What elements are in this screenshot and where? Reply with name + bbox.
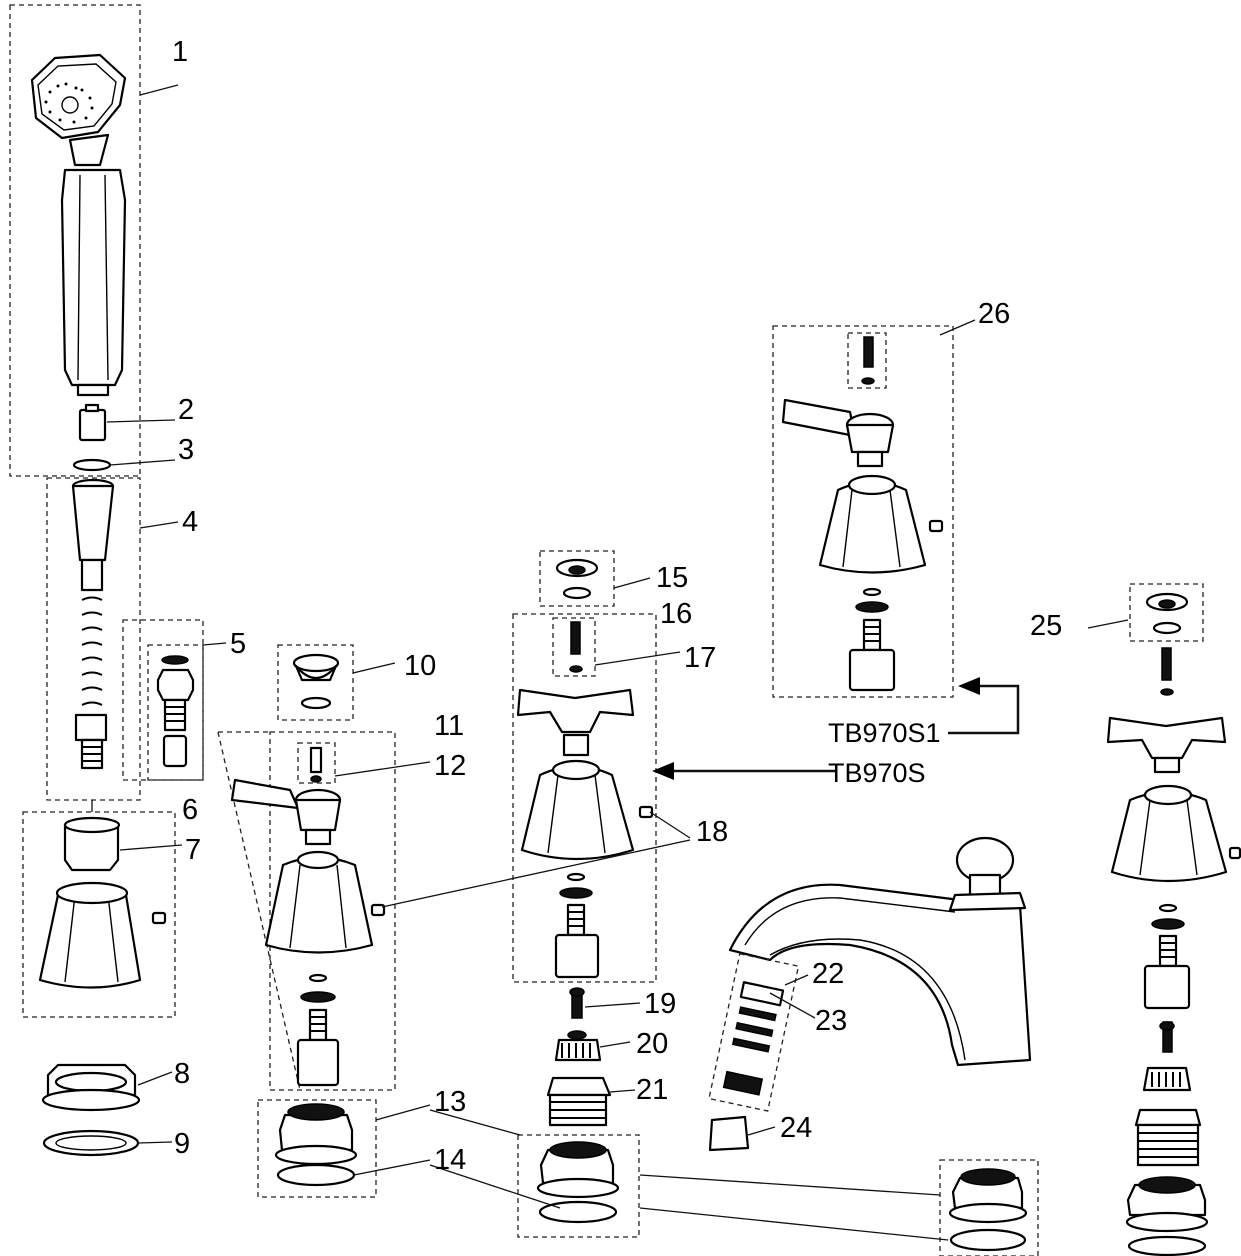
aerator-parts: [708, 953, 800, 1152]
leader-lines: [91, 84, 1129, 1241]
flange-stack-center: [546, 987, 612, 1127]
base-nut-left: [257, 1099, 377, 1198]
callout-15: 15: [656, 562, 689, 594]
callout-6: 6: [182, 794, 199, 826]
callout-17: 17: [684, 642, 717, 674]
callout-10: 10: [404, 650, 437, 682]
callout-25: 25: [1030, 610, 1063, 642]
index-button-center: [539, 550, 615, 607]
cross-handle-right-stack: [1106, 583, 1241, 1256]
callout-23: 23: [815, 1005, 848, 1037]
callout-16: 16: [660, 598, 693, 630]
adapter-part: [122, 619, 204, 781]
callout-14-left: 14: [434, 1144, 467, 1176]
hose-assembly: [46, 477, 141, 801]
hand-shower-assembly: [9, 4, 141, 477]
callout-18: 18: [696, 816, 729, 848]
callout-8: 8: [174, 1058, 191, 1090]
callout-21: 21: [636, 1074, 669, 1106]
callout-5: 5: [230, 628, 247, 660]
callout-2: 2: [178, 394, 195, 426]
callout-3: 3: [178, 434, 195, 466]
callout-19: 19: [644, 988, 677, 1020]
index-cap-part: [277, 644, 354, 721]
callout-22: 22: [812, 958, 845, 990]
callout-9: 9: [174, 1128, 191, 1160]
spout: [728, 836, 1032, 1067]
callout-12: 12: [434, 750, 467, 782]
model-label-tb970s1: TB970S1: [828, 718, 941, 748]
callout-20: 20: [636, 1028, 669, 1060]
model-label-tb970s: TB970S: [828, 758, 926, 788]
callout-11: 11: [434, 710, 465, 742]
callout-24: 24: [780, 1112, 813, 1144]
callout-1: 1: [172, 36, 189, 68]
diverter-assembly: [22, 811, 176, 1018]
lever-handle-option: [772, 325, 954, 698]
callout-13-left: 13: [434, 1086, 467, 1118]
callout-26: 26: [978, 298, 1011, 330]
callout-4: 4: [182, 506, 199, 538]
callout-7: 7: [185, 834, 202, 866]
base-nut-center: [517, 1134, 640, 1238]
nut-washer-left: [41, 1063, 141, 1157]
lever-handle-assembly: [217, 731, 396, 1091]
connector-part: [72, 403, 112, 472]
base-nut-right: [939, 1159, 1039, 1256]
cross-handle-assembly: [512, 613, 657, 983]
